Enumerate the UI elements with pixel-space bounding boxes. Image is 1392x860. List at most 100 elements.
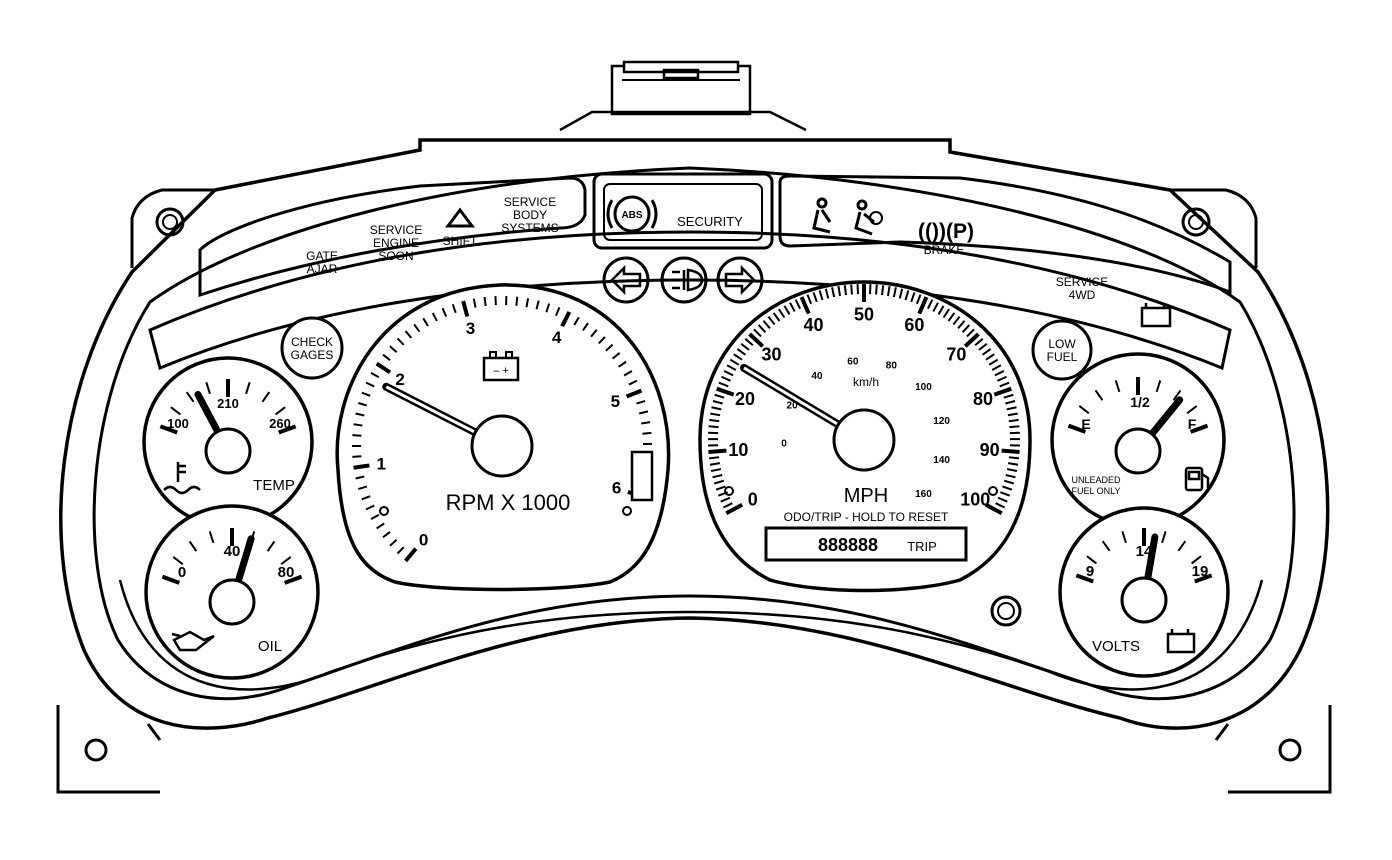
tachometer-hub bbox=[470, 414, 534, 478]
tach-tick bbox=[361, 495, 371, 501]
tach-tick bbox=[370, 372, 380, 379]
spd-tick bbox=[824, 288, 830, 299]
spd-tick bbox=[709, 462, 721, 466]
tach-tick bbox=[422, 317, 429, 327]
tach-tick bbox=[431, 312, 438, 322]
spd-tick bbox=[767, 316, 776, 326]
svg-text:TEMP: TEMP bbox=[253, 477, 295, 494]
temp-tick bbox=[274, 406, 286, 416]
kmh-tick-label: 140 bbox=[933, 455, 950, 466]
seatbelt-icon bbox=[812, 197, 832, 234]
svg-text:FUEL ONLY: FUEL ONLY bbox=[1071, 486, 1120, 496]
svg-text:GAGES: GAGES bbox=[291, 348, 334, 362]
tachometer-redline bbox=[630, 450, 654, 502]
spd-tick bbox=[1005, 400, 1016, 405]
spd-tick bbox=[778, 308, 786, 319]
svg-text:F: F bbox=[1188, 416, 1197, 432]
spd-tick bbox=[720, 375, 731, 382]
spd-tick bbox=[812, 292, 818, 303]
volt-tick bbox=[1194, 573, 1213, 584]
mph-tick-label: 30 bbox=[762, 345, 782, 365]
spd-left-dot bbox=[724, 486, 734, 496]
oil-tick bbox=[283, 574, 303, 585]
tach-tick bbox=[451, 303, 457, 314]
spd-tick bbox=[966, 328, 975, 338]
spd-tick bbox=[837, 285, 842, 297]
trip-reset-knob[interactable] bbox=[990, 595, 1022, 627]
spd-tick bbox=[910, 292, 916, 303]
mph-tick-label: 70 bbox=[946, 345, 966, 365]
volt-ticks bbox=[1075, 528, 1213, 584]
svg-text:LOW: LOW bbox=[1048, 337, 1076, 351]
spd-tick bbox=[988, 358, 999, 366]
spd-tick bbox=[957, 320, 966, 329]
spd-tick bbox=[974, 338, 984, 347]
svg-text:UNLEADED: UNLEADED bbox=[1071, 475, 1121, 485]
oil-ticks bbox=[161, 528, 303, 585]
spd-tick bbox=[843, 285, 847, 296]
spd-tick bbox=[715, 485, 726, 491]
spd-tick bbox=[712, 473, 723, 479]
fuel-tick bbox=[1186, 405, 1198, 415]
spd-tick bbox=[708, 425, 719, 429]
airbag-icon bbox=[854, 199, 883, 236]
odometer-display bbox=[764, 526, 968, 562]
spd-tick bbox=[722, 502, 733, 509]
volt-tick bbox=[1190, 555, 1202, 565]
spd-tick bbox=[886, 285, 891, 297]
svg-text:SERVICE: SERVICE bbox=[370, 223, 422, 237]
spd-tick bbox=[947, 312, 956, 322]
svg-text:9: 9 bbox=[1086, 563, 1094, 580]
svg-text:SOON: SOON bbox=[378, 249, 413, 263]
volt-tick bbox=[1101, 540, 1111, 552]
lamp-box-left bbox=[198, 176, 587, 298]
tach-tick bbox=[483, 296, 487, 307]
tach-tick bbox=[352, 434, 362, 437]
tach-tick bbox=[365, 381, 375, 388]
left-turn-signal bbox=[602, 256, 650, 304]
service-4wd-indicator: SERVICE 4WD bbox=[1056, 275, 1108, 302]
spd-tick bbox=[1007, 412, 1018, 417]
spd-tick bbox=[709, 418, 720, 423]
spd-tick bbox=[708, 456, 720, 460]
spd-tick bbox=[789, 302, 796, 312]
svg-text:ABS: ABS bbox=[621, 210, 642, 221]
spd-tick bbox=[892, 287, 897, 298]
spd-tick bbox=[710, 412, 721, 417]
spd-tick bbox=[1006, 468, 1018, 473]
tach-tick bbox=[365, 504, 375, 511]
kmh-tick-label: 160 bbox=[915, 489, 932, 500]
gate-ajar-indicator: GATE AJAR bbox=[306, 249, 338, 276]
oil-can-icon bbox=[171, 630, 215, 652]
tach-tick bbox=[353, 423, 363, 427]
tach-tick bbox=[413, 323, 421, 333]
temp-tick bbox=[170, 406, 182, 416]
battery-icon-tach: – + bbox=[482, 351, 520, 382]
tach-tick-label: 0 bbox=[419, 530, 428, 549]
spd-tick bbox=[716, 386, 735, 397]
oil-tick bbox=[266, 540, 276, 552]
tach-tick bbox=[370, 513, 380, 520]
arrow-right-icon bbox=[724, 264, 756, 296]
temp-tick bbox=[159, 424, 178, 435]
svg-text:100: 100 bbox=[167, 416, 189, 431]
spd-tick bbox=[725, 503, 744, 516]
spd-tick bbox=[736, 348, 747, 356]
spd-tick bbox=[961, 324, 971, 333]
spd-tick bbox=[714, 393, 725, 399]
svg-text:19: 19 bbox=[1192, 563, 1209, 580]
tach-tick bbox=[404, 547, 418, 563]
headlamp-icon bbox=[672, 268, 704, 292]
fuel-tick bbox=[1078, 405, 1090, 415]
spd-tick bbox=[932, 302, 939, 312]
trip-label: TRIP bbox=[907, 539, 937, 554]
spd-tick bbox=[904, 290, 910, 301]
spd-tick bbox=[720, 496, 731, 503]
lamp-box-right bbox=[778, 174, 1232, 295]
tach-tick bbox=[361, 391, 371, 397]
tach-tick-label: 4 bbox=[552, 328, 562, 347]
tach-tick bbox=[355, 475, 365, 480]
mph-tick-label: 10 bbox=[728, 440, 748, 460]
spd-tick bbox=[952, 316, 961, 326]
